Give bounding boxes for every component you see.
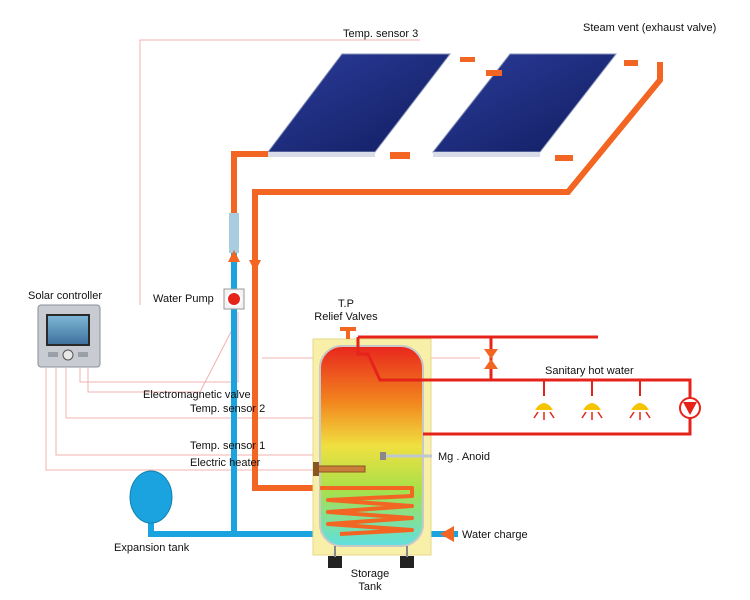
sight-glass (229, 213, 239, 253)
solar-controller (37, 304, 101, 368)
power-icon (62, 349, 74, 361)
label-electromagnetic-valve: Electromagnetic valve (143, 389, 251, 401)
control-wires (45, 39, 480, 471)
wire-temp-sensor-3 (139, 39, 420, 305)
expansion-tank-pipe (148, 520, 234, 537)
tank-legs (328, 546, 414, 568)
mg-anode-rod (380, 452, 432, 460)
label-temp-sensor-2: Temp. sensor 2 (190, 403, 265, 415)
collector-supply-pipe (231, 151, 268, 222)
label-temp-sensor-1: Temp. sensor 1 (190, 440, 265, 452)
water-pump (223, 288, 245, 310)
label-sanitary-hot-water: Sanitary hot water (545, 365, 634, 377)
label-water-charge: Water charge (462, 529, 528, 541)
expansion-tank (129, 470, 173, 524)
label-storage-line1: Storage (351, 568, 390, 580)
collector-connectors (390, 57, 638, 161)
label-solar-controller: Solar controller (28, 290, 102, 302)
lamp-icon (581, 380, 603, 420)
label-tp-relief-line2: Relief Valves (314, 311, 378, 323)
label-steam-vent: Steam vent (exhaust valve) (583, 22, 716, 34)
lamp-icon (533, 380, 555, 420)
circulation-pump-icon (679, 397, 701, 419)
solar-collector-right (431, 53, 618, 157)
label-storage-line2: Tank (358, 581, 382, 593)
wire-electromagnetic-valve (87, 329, 233, 393)
heat-exchanger-coil (320, 486, 414, 536)
solar-collector-left (266, 53, 452, 157)
label-expansion-tank: Expansion tank (114, 542, 190, 554)
flow-arrow-down-icon (249, 260, 261, 272)
label-mg-anoid: Mg . Anoid (438, 451, 490, 463)
mixing-valve-icon (484, 349, 498, 369)
controller-screen (46, 314, 90, 346)
labels: Temp. sensor 3 Steam vent (exhaust valve… (28, 22, 716, 593)
label-tp-relief-line1: T.P (338, 298, 354, 310)
lamp-icon (629, 380, 651, 420)
flow-arrow-up-icon (228, 250, 240, 262)
wire-temp-sensor-1 (55, 368, 340, 456)
label-water-pump: Water Pump (153, 293, 214, 305)
hot-outlet-pipe (356, 337, 692, 436)
wire-electric-heater (45, 368, 320, 471)
collector-return-pipe (252, 62, 663, 491)
label-electric-heater: Electric heater (190, 457, 261, 469)
label-temp-sensor-3: Temp. sensor 3 (343, 28, 418, 40)
electric-heater-element (313, 462, 366, 476)
water-charge-arrow-icon (440, 526, 454, 542)
collector-flow-pipes (231, 62, 663, 491)
tp-relief-valve (340, 327, 356, 339)
wire-pump (79, 312, 239, 383)
